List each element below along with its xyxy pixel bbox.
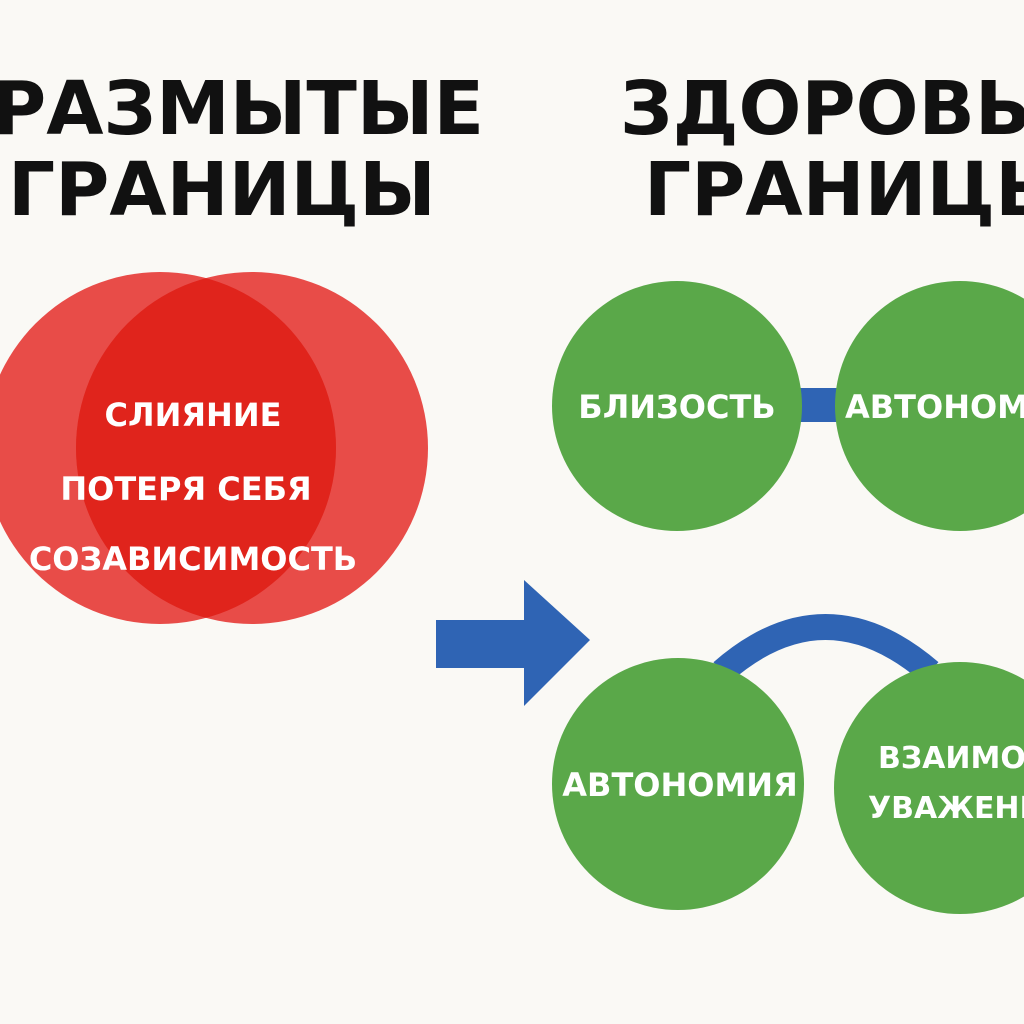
autonomy-label-top: АВТОНОМИЯ [845,388,1024,426]
left-title-line2: ГРАНИЦЫ [8,147,436,233]
right-arrow-icon [436,580,590,706]
healthy-top-pair [552,281,1024,531]
self-loss-label: ПОТЕРЯ СЕБЯ [60,470,311,508]
bottom-connector-arc [713,614,939,682]
right-title-line2: ГРАНИЦЫ [644,147,1024,233]
autonomy-circle-bottom [552,658,804,910]
respect-circle [834,662,1024,914]
left-title-line1: РАЗМЫТЫЕ [0,66,484,152]
respect-label-line1: ВЗАИМО- [878,741,1024,776]
autonomy-label-bottom: АВТОНОМИЯ [562,766,797,804]
merging-label: СЛИЯНИЕ [105,396,282,434]
closeness-label: БЛИЗОСТЬ [578,388,775,426]
closeness-circle [552,281,802,531]
healthy-bottom-pair [552,614,1024,914]
autonomy-circle-top [835,281,1024,531]
right-title-line1: ЗДОРОВЫЕ [620,66,1024,152]
blurred-boundaries-venn [0,272,428,624]
blurred-overlap [76,272,336,624]
codependency-label: СОЗАВИСИМОСТЬ [29,540,357,578]
respect-label-line2: УВАЖЕНИЕ [868,791,1024,826]
